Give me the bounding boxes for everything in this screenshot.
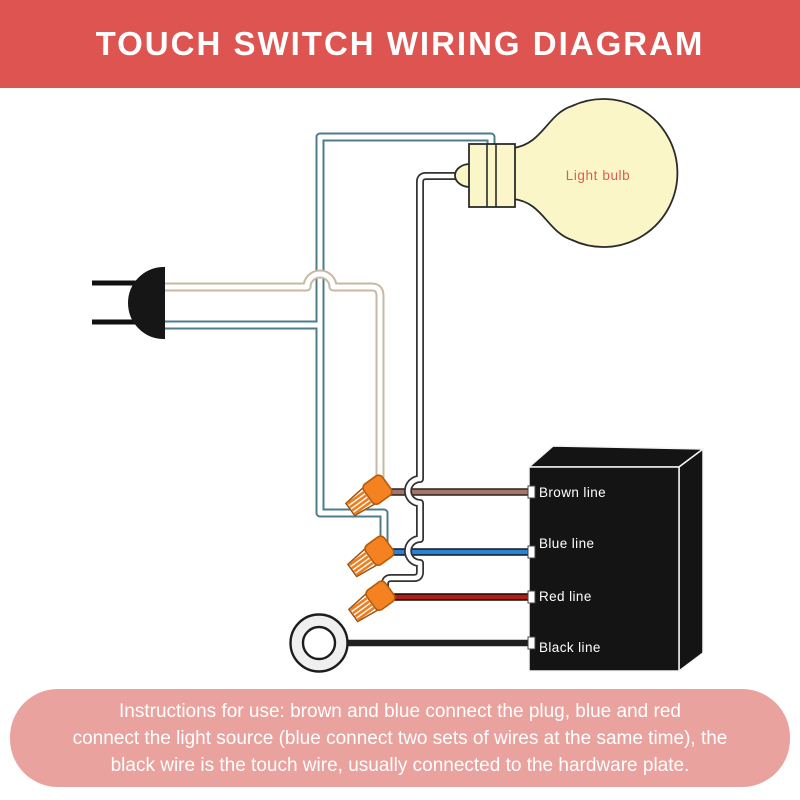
instruction-line-2: connect the light source (blue connect t… <box>72 727 728 749</box>
box-label-brown-line: Brown line <box>539 485 606 500</box>
blue-neutral-wire <box>163 132 496 555</box>
ring-terminal <box>289 613 349 673</box>
instruction-line-3: black wire is the touch wire, usually co… <box>110 754 690 776</box>
instructions-panel: Instructions for use: brown and blue con… <box>10 689 790 787</box>
bulb-label: Light bulb <box>566 168 631 183</box>
wire-stub-black <box>527 636 536 650</box>
wire-stub-blue <box>527 545 536 559</box>
wire-stub-brown <box>527 485 536 499</box>
lamp-wire <box>381 172 460 596</box>
title-banner: TOUCH SWITCH WIRING DIAGRAM <box>0 0 800 88</box>
bulb-tip-contact <box>454 163 471 188</box>
touch-switch-box: Brown line Blue line Red line Black line <box>527 445 706 673</box>
box-label-black-line: Black line <box>539 640 601 655</box>
bulb-base <box>468 143 516 208</box>
wire-connector-red <box>347 580 396 623</box>
wire-connector-brown <box>344 474 393 517</box>
box-label-blue-line: Blue line <box>539 536 594 551</box>
bulb-glass <box>512 98 679 248</box>
power-plug <box>92 266 165 340</box>
plug-body <box>128 266 165 340</box>
tan-live-wire <box>158 269 385 483</box>
box-label-red-line: Red line <box>539 589 592 604</box>
wire-connector-blue <box>346 535 395 578</box>
page-title: TOUCH SWITCH WIRING DIAGRAM <box>95 25 705 62</box>
instruction-line-1: Instructions for use: brown and blue con… <box>119 700 681 722</box>
light-bulb: Light bulb <box>454 98 679 248</box>
wire-stub-red <box>527 590 536 604</box>
